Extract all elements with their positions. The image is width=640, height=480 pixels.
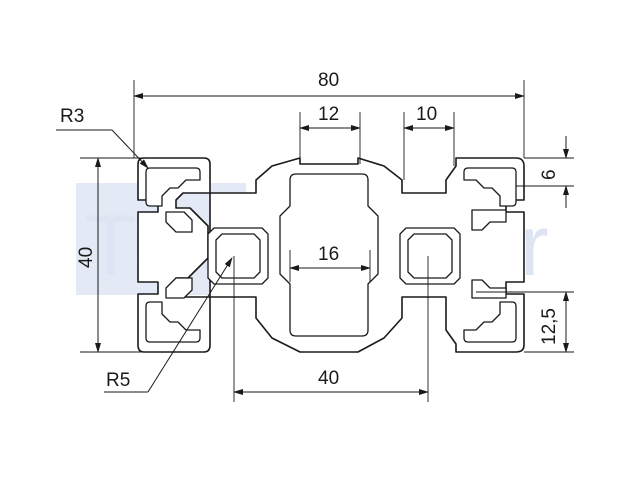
cutout-bottom-right <box>463 301 517 343</box>
cutout-bottom-left <box>145 301 201 343</box>
dimension-center-distance-label: 40 <box>318 368 339 389</box>
dimension-slot-width-top: 12 <box>299 104 361 164</box>
right-core-bore <box>407 233 453 279</box>
leader-corner-radius-label: R3 <box>60 106 84 127</box>
cutout-right-side-slot-lower <box>471 279 507 299</box>
dimension-slot-width-right-label: 10 <box>416 104 437 125</box>
dimension-center-distance: 40 <box>233 256 429 402</box>
dimension-slot-depth: 6 <box>516 136 574 208</box>
dimension-overall-width: 80 <box>133 70 525 158</box>
dimension-inner-pitch-label: 16 <box>318 244 339 265</box>
dimension-slot-width-top-label: 12 <box>318 104 339 125</box>
profile-cutouts <box>145 167 517 343</box>
leader-corner-radius: R3 <box>56 106 149 169</box>
leader-core-radius-label: R5 <box>106 370 130 391</box>
dimension-slot-offset-label: 12,5 <box>539 308 560 345</box>
cutout-left-side-slot-upper <box>165 211 193 233</box>
cutout-center-chamber <box>279 173 379 337</box>
leader-core-radius: R5 <box>104 257 233 393</box>
dimension-overall-height-label: 40 <box>76 247 97 268</box>
left-core-bore <box>215 233 261 279</box>
cutout-top-left <box>145 167 201 207</box>
dimension-slot-offset: 12,5 <box>476 291 574 353</box>
dimension-slot-depth-label: 6 <box>539 169 560 180</box>
cutout-right-side-slot-upper <box>471 209 507 231</box>
dimension-overall-height: 40 <box>76 157 144 353</box>
dimension-inner-pitch: 16 <box>289 244 371 282</box>
dimension-slot-width-right: 10 <box>403 104 455 180</box>
dimension-overall-width-label: 80 <box>318 70 339 91</box>
cutout-top-right <box>463 167 517 207</box>
cutout-left-side-slot-lower <box>165 277 193 299</box>
